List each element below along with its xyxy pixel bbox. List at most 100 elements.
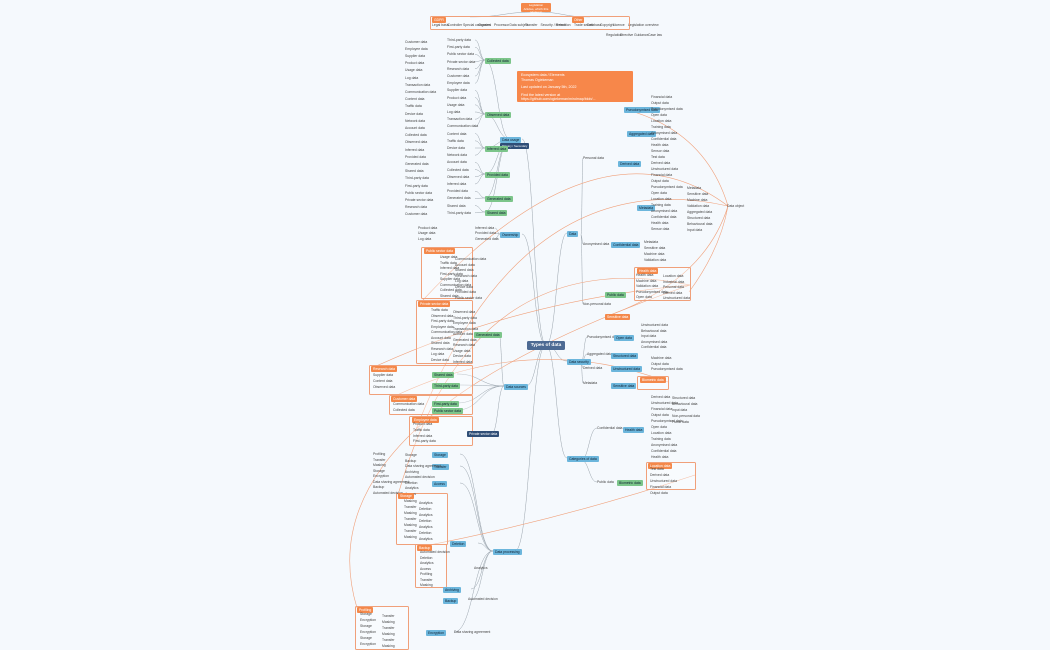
processing-group[interactable]: Storage <box>432 452 448 458</box>
data-leaf[interactable]: Machine data <box>651 356 672 360</box>
ownership-detail[interactable]: Product data <box>418 226 438 230</box>
data-leaf[interactable]: Anonymised data <box>651 443 678 447</box>
data-leaf[interactable]: Output data <box>651 413 669 417</box>
sources-group[interactable]: Public sector data <box>432 408 463 414</box>
sources-leaf-detail[interactable]: Shared data <box>455 268 474 272</box>
legislation-item[interactable]: Retention <box>556 23 571 27</box>
usage-leaf[interactable]: Observed data <box>447 174 470 179</box>
usage-leaf-detail[interactable]: Shared data <box>405 169 424 174</box>
data-group[interactable]: Metadata <box>637 205 656 211</box>
usage-leaf[interactable]: Employee data <box>447 81 470 86</box>
usage-leaf[interactable]: Collected data <box>447 167 469 172</box>
processing-leaf-detail[interactable]: Masking <box>382 632 395 636</box>
processing-leaf-detail[interactable]: Masking <box>382 620 395 624</box>
usage-leaf[interactable]: Private sector data <box>447 59 476 64</box>
data-leaf[interactable]: Confidential data <box>641 345 667 349</box>
data-leaf-detail[interactable]: Public data <box>672 420 689 424</box>
sources-leaf[interactable]: Observed data <box>373 385 396 389</box>
usage-leaf[interactable]: Inferred data <box>447 182 467 186</box>
usage-leaf[interactable]: Research data <box>447 66 470 71</box>
sources-category[interactable]: Customer data <box>391 396 418 402</box>
branch-data-processing[interactable]: Data processing <box>493 549 522 555</box>
processing-leaf[interactable]: Transfer <box>420 577 433 582</box>
sources-leaf-detail[interactable]: Provided data <box>455 290 476 294</box>
usage-leaf[interactable]: Transaction data <box>447 117 473 122</box>
processing-group[interactable]: Access <box>432 481 447 487</box>
processing-leaf-detail[interactable]: Masking <box>382 644 395 648</box>
processing-leaf[interactable]: Backup <box>373 485 385 489</box>
data-subcategory[interactable]: Derived data <box>583 366 603 370</box>
data-leaf[interactable]: Test data <box>650 467 664 471</box>
usage-group[interactable]: Provided data <box>485 172 510 178</box>
usage-leaf-detail[interactable]: Traffic data <box>405 104 422 109</box>
data-leaf-detail[interactable]: Metadata <box>687 186 702 190</box>
branch-data-usage[interactable]: Data usage <box>500 137 522 143</box>
data-leaf[interactable]: Derived data <box>650 473 670 477</box>
sources-leaf-detail[interactable]: Employee data <box>453 321 476 325</box>
processing-leaf[interactable]: Transfer <box>404 505 417 509</box>
processing-leaf-detail[interactable]: Analytics <box>419 525 433 529</box>
processing-leaf-detail[interactable]: Analytics <box>419 537 433 541</box>
data-leaf[interactable]: Open data <box>636 295 652 299</box>
sources-leaf-detail[interactable]: Device data <box>455 284 473 289</box>
data-leaf[interactable]: Unstructured data <box>651 167 678 171</box>
usage-leaf-detail[interactable]: Customer data <box>405 39 428 44</box>
processing-leaf-detail[interactable]: Transfer <box>382 626 395 630</box>
branch-data[interactable]: Data <box>567 231 579 237</box>
usage-leaf-detail[interactable]: Research data <box>405 205 428 210</box>
processing-leaf[interactable]: Automated decision <box>373 490 403 495</box>
ownership-detail[interactable]: Log data <box>418 237 432 241</box>
sources-leaf[interactable]: Log data <box>431 352 445 356</box>
data-leaf[interactable]: Health data <box>651 455 669 459</box>
data-leaf-detail[interactable]: Aggregated data <box>687 210 713 214</box>
legislation-item[interactable]: Data subject <box>509 23 529 27</box>
data-subcategory[interactable]: Anonymised data <box>583 242 610 246</box>
usage-leaf-detail[interactable]: Device data <box>405 111 423 116</box>
sources-category[interactable]: Public sector data <box>424 248 455 254</box>
data-group[interactable]: Pseudonymised data <box>624 107 660 113</box>
usage-leaf[interactable]: Shared data <box>447 203 466 208</box>
ownership-leaf[interactable]: Provided data <box>475 231 496 235</box>
ownership-leaf[interactable]: Generated data <box>475 237 499 241</box>
data-leaf-detail[interactable]: Industrial data <box>663 279 685 284</box>
processing-leaf[interactable]: Profiling <box>373 452 386 456</box>
sources-leaf[interactable]: Communication data <box>431 330 463 334</box>
sources-leaf[interactable]: First-party data <box>440 271 463 276</box>
ownership-detail[interactable]: Usage data <box>418 231 436 235</box>
data-leaf[interactable]: Metadata <box>644 240 659 244</box>
processing-leaf[interactable]: Data sharing agreement <box>454 630 491 634</box>
branch-categories[interactable]: Categories of data <box>567 456 599 462</box>
data-leaf[interactable]: Financial data <box>651 407 673 411</box>
data-leaf[interactable]: Unstructured data <box>651 401 678 405</box>
sources-leaf-detail[interactable]: Account data <box>453 332 473 336</box>
data-category[interactable]: Location data <box>648 463 673 469</box>
data-leaf[interactable]: Health data <box>651 143 669 147</box>
usage-leaf-detail[interactable]: Inferred data <box>405 147 425 152</box>
data-leaf[interactable]: Pseudonymised data <box>651 185 683 189</box>
data-leaf-detail[interactable]: Validation data <box>687 204 710 208</box>
legislation-item[interactable]: Copyright <box>600 23 615 27</box>
data-leaf[interactable]: Pseudonymised data <box>636 289 668 294</box>
data-leaf[interactable]: Sensitive data <box>644 246 666 250</box>
usage-leaf-detail[interactable]: Collected data <box>405 133 427 138</box>
sources-leaf[interactable]: Collected data <box>440 288 462 292</box>
usage-leaf[interactable]: Third-party data <box>447 210 471 215</box>
legislation-item[interactable]: Transfer <box>525 23 538 27</box>
data-leaf-detail[interactable]: Behavioural data <box>672 402 698 406</box>
legislation-item[interactable]: Special categories <box>463 23 491 27</box>
data-category[interactable]: Health data <box>637 268 659 274</box>
sources-leaf-detail[interactable]: Research data <box>453 343 476 347</box>
processing-leaf[interactable]: Encryption <box>360 642 377 646</box>
usage-leaf[interactable]: Customer data <box>447 74 470 78</box>
sources-leaf[interactable]: Observed data <box>431 313 454 318</box>
processing-group[interactable]: Transfer <box>432 464 449 470</box>
data-leaf[interactable]: Financial data <box>651 95 673 99</box>
usage-leaf-detail[interactable]: Observed data <box>405 140 428 145</box>
usage-leaf-detail[interactable]: Employee data <box>405 46 428 51</box>
usage-leaf[interactable]: Third-party data <box>447 38 471 42</box>
data-leaf[interactable]: Location data <box>651 119 672 123</box>
data-subcategory[interactable]: Confidential data <box>597 426 623 430</box>
data-leaf-detail[interactable]: Derived data <box>663 290 683 295</box>
legislation-item[interactable]: Licence <box>613 23 625 27</box>
usage-leaf-detail[interactable]: Log data <box>405 75 419 80</box>
